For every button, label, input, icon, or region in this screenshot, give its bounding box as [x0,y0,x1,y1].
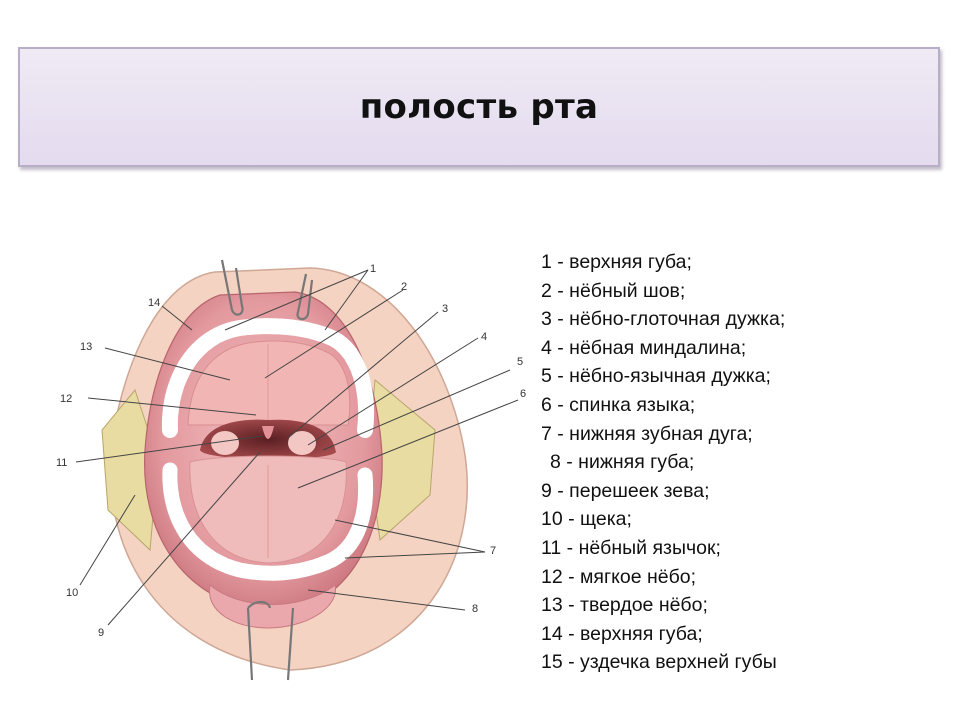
legend-item: 10 - щека; [541,508,632,531]
leader-11 [75,435,263,463]
lower-lip [209,584,336,629]
hard-palate [187,340,351,426]
legend-item: 9 - перешеек зева; [541,479,710,502]
diagram-label-14: 14 [148,297,160,309]
legend-item: 13 - твердое нёбо; [541,594,708,617]
diagram-label-12: 12 [60,393,72,405]
leader-9 [107,451,261,626]
legend-item: 5 - нёбно-язычная дужка; [541,365,771,388]
oral-cavity-figure: 1 2 3 4 5 6 7 8 9 10 11 12 13 14 [40,240,530,700]
leader-1a [224,269,369,331]
leader-8 [307,589,466,611]
legend-item: 2 - нёбный шов; [541,279,686,302]
legend-item: 11 - нёбный язычок; [541,536,721,559]
slide-title: полость рта [359,87,599,127]
diagram-label-4: 4 [481,331,487,343]
palatine-tonsil-right [288,431,316,455]
legend-list: 1 - верхняя губа; 2 - нёбный шов; 3 - нё… [541,248,785,677]
legend-item: 8 - нижняя губа; [550,451,695,474]
legend-item: 15 - уздечка верхней губы [541,651,777,674]
legend-item: 4 - нёбная миндалина; [541,336,747,359]
leader-1b [324,269,369,331]
diagram-label-8: 8 [472,603,478,615]
leader-14 [161,305,193,331]
diagram-label-10: 10 [66,587,78,599]
legend-item: 12 - мягкое нёбо; [541,565,697,588]
leader-lines [75,269,519,626]
legend-item: 3 - нёбно-глоточная дужка; [541,308,786,331]
leader-7b [344,551,486,559]
leader-5 [322,369,511,451]
diagram-label-9: 9 [98,627,104,639]
legend-item: 14 - верхняя губа; [541,622,703,645]
diagram-label-2: 2 [401,281,407,293]
leader-12 [87,397,257,416]
oral-cavity-illustration: 1 2 3 4 5 6 7 8 9 10 11 12 13 14 [56,259,526,681]
leader-6 [297,399,519,489]
diagram-label-13: 13 [80,341,92,353]
diagram-label-6: 6 [520,388,526,400]
leader-4 [307,337,479,446]
leader-10 [79,494,136,586]
lower-dental-arch [162,462,374,581]
legend-item: 1 - верхняя губа; [541,251,692,273]
leader-2 [264,289,404,379]
diagram-label-3: 3 [442,303,448,315]
diagram-label-11: 11 [56,457,67,469]
diagram-label-7: 7 [490,545,496,557]
legend-item: 7 - нижняя зубная дуга; [541,422,753,445]
upper-dental-arch [161,318,375,438]
retractor-upper-2 [296,273,314,321]
palatine-tonsil-left [211,431,239,455]
title-bar: полость рта [18,47,940,167]
diagram-label-5: 5 [517,356,523,368]
leader-3 [287,311,439,439]
retractor-upper [220,259,244,316]
uvula [262,426,274,439]
leader-7a [334,519,486,553]
retractor-lower [246,600,295,681]
diagram-label-1: 1 [370,263,376,275]
leader-13 [104,347,231,381]
legend-item: 6 - спинка языка; [541,393,696,416]
